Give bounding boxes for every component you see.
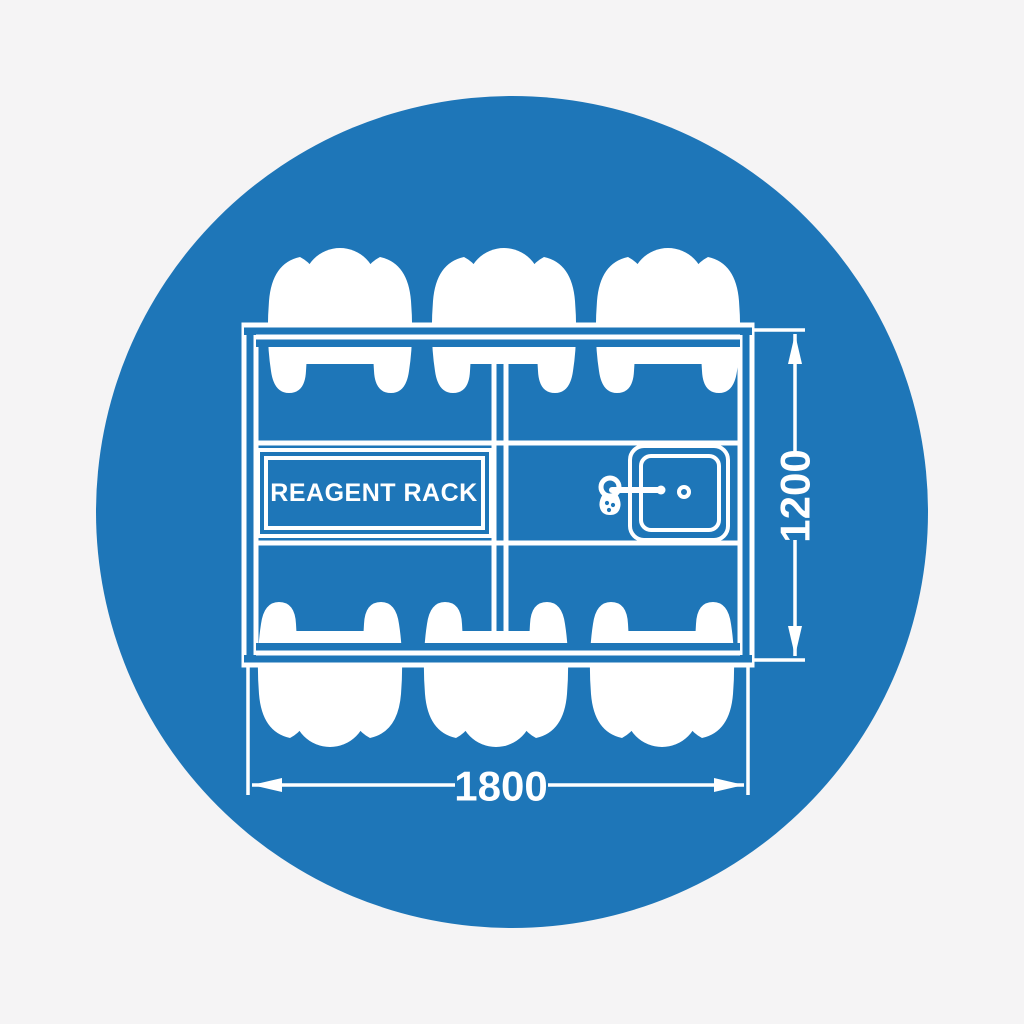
person-bottom-1-arm-right (352, 602, 403, 738)
bench-bottom-edge-gap-inner (256, 643, 740, 651)
faucet-spout-tip (656, 485, 666, 495)
reagent-rack-label: REAGENT RACK (270, 479, 477, 507)
bench-bottom-edge-overlay (244, 643, 752, 668)
dimension-width-1800 (246, 665, 750, 795)
tap-valve-body-icon (599, 494, 621, 515)
bench-band-lines (256, 440, 740, 546)
people-top-row (267, 248, 741, 393)
bench-top-edge-gap (244, 327, 752, 335)
person-bottom-3-arm-right (684, 602, 735, 738)
person-bottom-2-head (459, 673, 533, 747)
sink-drain-icon (677, 485, 691, 499)
person-bottom-1-arm-left (257, 602, 308, 738)
person-bottom-3-head (625, 673, 699, 747)
bench-bottom-edge-gap (244, 655, 752, 663)
depth-arrow-top (788, 334, 802, 364)
width-dimension-label: 1800 (454, 763, 547, 810)
reagent-rack-outer-box (256, 448, 493, 538)
tap-valve-dot-b (610, 502, 616, 508)
width-arrow-left (252, 778, 282, 792)
reagent-rack-inner-box (264, 456, 485, 530)
bench-center-divider (491, 325, 509, 665)
person-top-3-head (631, 248, 705, 322)
tap-valve-dot-a (604, 500, 610, 506)
person-bottom-2-arm-right (518, 602, 569, 738)
width-arrow-right (714, 778, 744, 792)
person-bottom-2-arm-left (423, 602, 474, 738)
bench-top-edge-overlay (244, 322, 752, 347)
person-top-2 (431, 248, 577, 393)
bench-top-edge-gap-inner (256, 339, 740, 347)
dimension-depth-1200 (752, 328, 805, 662)
person-top-2-head (467, 248, 541, 322)
person-bottom-1-head (293, 673, 367, 747)
person-bottom-3-arm-left (589, 602, 640, 738)
person-top-1-head (303, 248, 377, 322)
depth-dimension-label: 1200 (772, 449, 819, 542)
sink-assembly (598, 444, 730, 542)
tap-valve-dot-c (606, 507, 612, 513)
depth-arrow-bottom (788, 626, 802, 656)
person-bottom-3 (589, 602, 735, 747)
reagent-rack: REAGENT RACK (256, 448, 493, 538)
